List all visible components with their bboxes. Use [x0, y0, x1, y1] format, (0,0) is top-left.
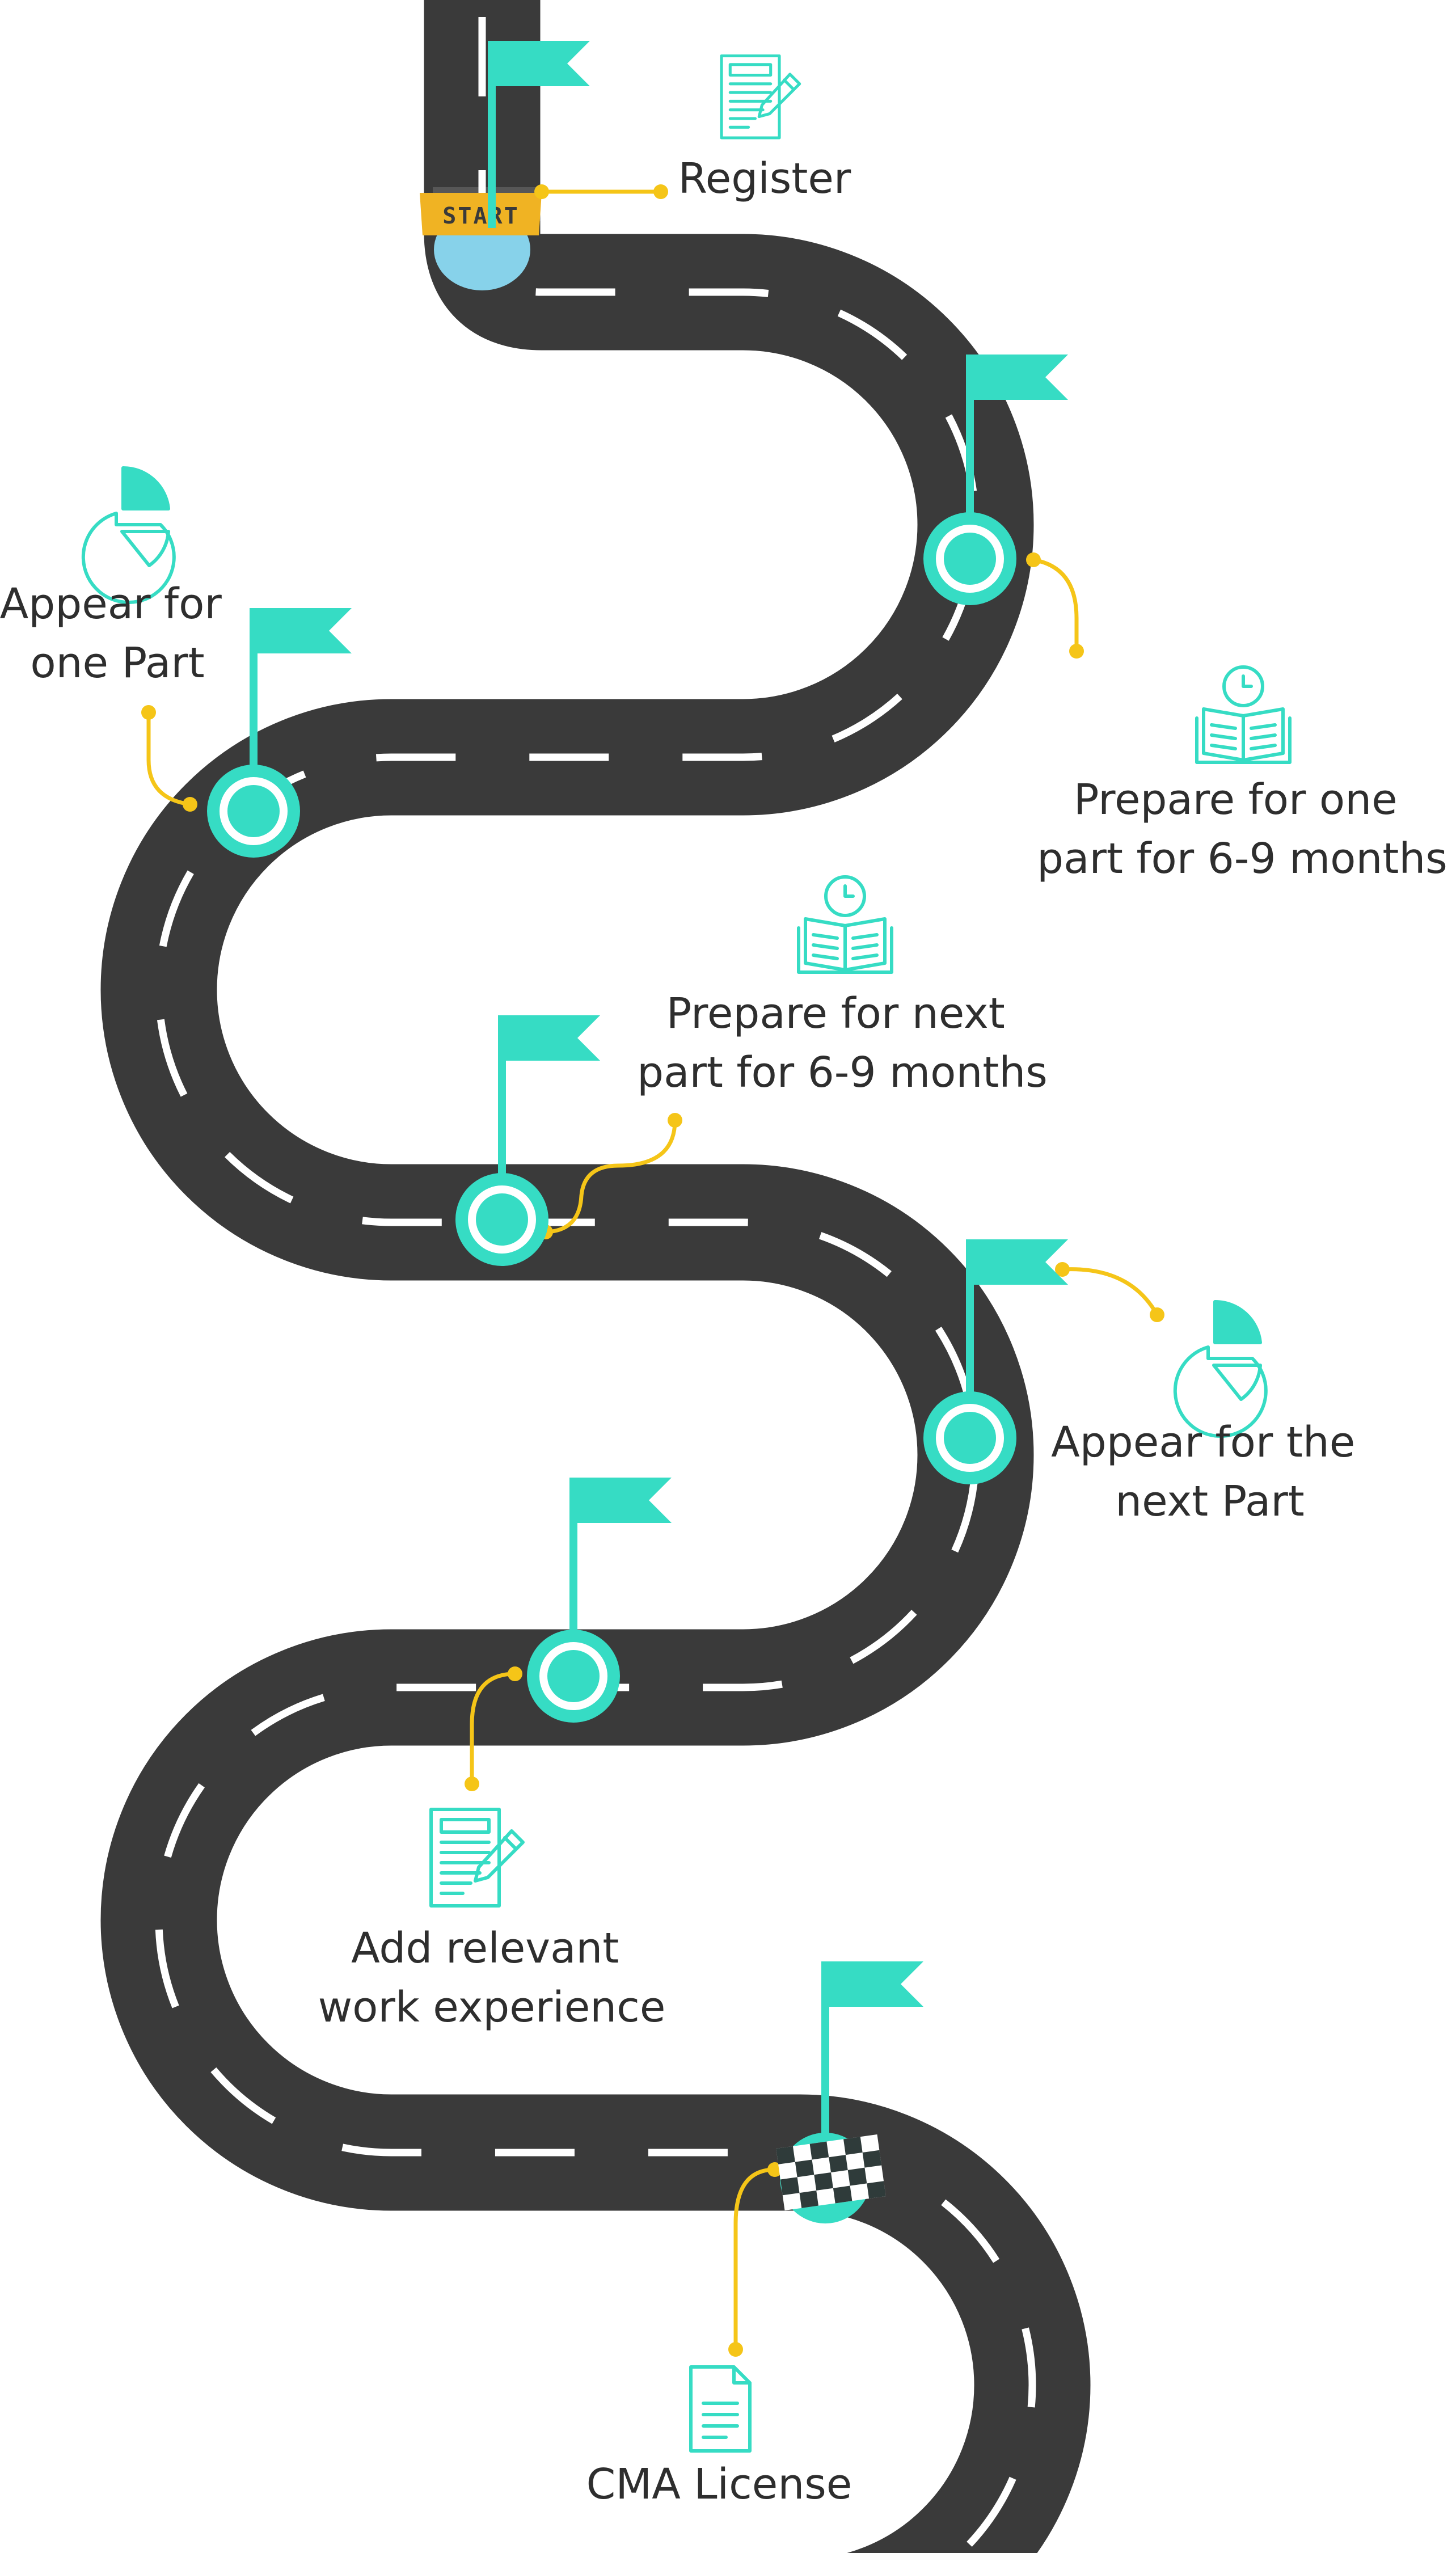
milestone-marker	[455, 1173, 548, 1266]
connector-dot	[728, 2342, 743, 2357]
road-surface	[100, 0, 1091, 2553]
connector-prepare-next-part	[543, 1118, 677, 1234]
label-prepare-one-part: Prepare for one part for 6-9 months	[1037, 775, 1447, 883]
book-clock-icon	[1197, 667, 1290, 762]
flag-prepare-one-part	[966, 355, 1068, 547]
flag-appear-next-part	[966, 1239, 1068, 1435]
connector-appear-next-part	[1060, 1267, 1159, 1317]
flag-register	[488, 41, 590, 228]
connector-dot	[141, 705, 156, 720]
milestone-marker	[923, 512, 1016, 605]
label-line: part for 6-9 months	[1037, 834, 1447, 883]
start-sign	[420, 193, 542, 235]
label-cma-license: CMA License	[586, 2460, 853, 2509]
connector-dot	[653, 184, 668, 199]
connector-dots	[141, 184, 1164, 2357]
connector-dot	[465, 1776, 479, 1791]
label-register: Register	[678, 154, 851, 203]
flag-appear-one-part	[250, 608, 352, 812]
connector-dot	[1150, 1307, 1164, 1322]
document-icon	[691, 2367, 750, 2451]
label-prepare-next-part: Prepare for next part for 6-9 months	[637, 989, 1048, 1097]
connector-prepare-one-part	[1031, 558, 1079, 653]
book-clock-icon	[799, 877, 892, 972]
flag-prepare-next-part	[498, 1015, 600, 1219]
connector-work-experience	[470, 1672, 517, 1786]
flag-cma-license	[821, 1961, 923, 2143]
connector-dot	[534, 184, 549, 199]
milestone-marker	[923, 1391, 1016, 1484]
label-line: part for 6-9 months	[637, 1048, 1048, 1097]
connector-dot	[1055, 1262, 1070, 1277]
milestones	[207, 512, 1016, 1723]
connector-dot	[1069, 644, 1084, 659]
finish-marker	[776, 2133, 886, 2223]
label-line: Appear for the	[1051, 1418, 1355, 1467]
connector-dot	[668, 1113, 682, 1128]
start-sign-label: START	[442, 203, 519, 229]
flags	[250, 41, 1068, 2143]
label-line: work experience	[318, 1983, 666, 2032]
checkered-flag-icon	[776, 2134, 886, 2210]
label-appear-next-part: Appear for the next Part	[1051, 1418, 1369, 1526]
road	[100, 0, 1091, 2553]
milestone-marker	[527, 1630, 620, 1723]
label-line: CMA License	[586, 2460, 853, 2509]
label-line: next Part	[1115, 1477, 1305, 1526]
milestone-marker	[207, 765, 300, 858]
connector-appear-one-part	[146, 710, 192, 807]
form-pen-icon	[721, 56, 800, 138]
label-appear-one-part: Appear for one Part	[0, 580, 235, 687]
flag-work-experience	[569, 1478, 672, 1673]
start-marker: START	[420, 187, 542, 290]
label-line: Register	[678, 154, 851, 203]
step-labels: Register Prepare for one part for 6-9 mo…	[0, 154, 1447, 2509]
connector-dot	[508, 1666, 522, 1681]
connector-dot	[183, 797, 197, 812]
connector-dot	[1026, 552, 1041, 567]
label-line: Prepare for next	[666, 989, 1005, 1038]
connector-cma-license	[733, 2167, 777, 2352]
pie-chart-icon	[1175, 1302, 1266, 1436]
label-line: Appear for	[0, 580, 222, 628]
label-line: Add relevant	[351, 1924, 619, 1973]
label-line: one Part	[30, 639, 204, 687]
connectors	[146, 189, 1159, 2352]
form-pen-icon	[431, 1809, 523, 1906]
label-work-experience: Add relevant work experience	[318, 1924, 666, 2032]
label-line: Prepare for one	[1074, 775, 1398, 824]
